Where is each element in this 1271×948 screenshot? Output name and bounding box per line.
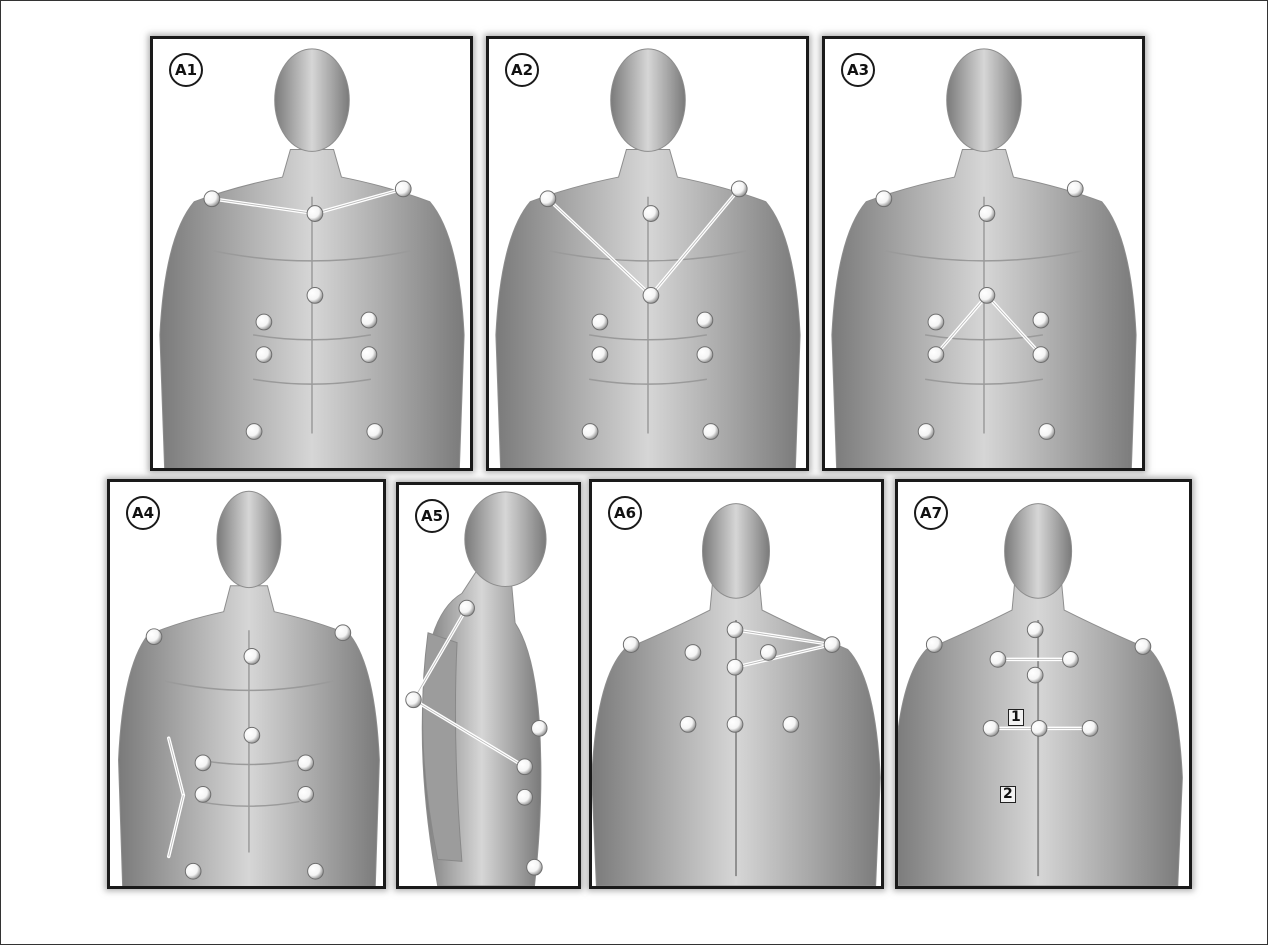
marker-sphere <box>697 312 713 328</box>
marker-sphere <box>244 649 260 665</box>
panel-a5: A5 <box>396 482 581 889</box>
head <box>703 504 770 599</box>
marker-sphere <box>643 206 659 222</box>
head <box>1005 504 1072 599</box>
marker-sphere <box>1135 639 1151 655</box>
panel-label-a4: A4 <box>126 496 160 530</box>
marker-sphere <box>680 717 696 733</box>
panel-a7: A7 1 2 <box>895 479 1192 889</box>
marker-sphere <box>928 347 944 363</box>
marker-sphere <box>298 786 314 802</box>
marker-sphere <box>367 424 383 440</box>
panel-label-a1: A1 <box>169 53 203 87</box>
marker-sphere <box>876 191 892 207</box>
head <box>611 49 686 152</box>
marker-sphere <box>1033 347 1049 363</box>
marker-sphere <box>540 191 556 207</box>
marker-sphere <box>395 181 411 197</box>
marker-sphere <box>783 717 799 733</box>
marker-sphere <box>185 863 201 879</box>
marker-sphere <box>195 786 211 802</box>
marker-sphere <box>623 637 639 653</box>
marker-sphere <box>146 629 162 645</box>
marker-sphere <box>517 759 532 775</box>
marker-sphere <box>727 622 743 638</box>
panel-a3: A3 <box>822 36 1145 471</box>
marker-sphere <box>1039 424 1055 440</box>
front-body-figure <box>110 482 383 886</box>
marker-sphere <box>979 206 995 222</box>
marker-sphere <box>703 424 719 440</box>
marker-sphere <box>246 424 262 440</box>
front-body-figure <box>153 39 470 468</box>
marker-sphere <box>1027 622 1043 638</box>
marker-sphere <box>517 789 532 805</box>
marker-sphere <box>761 645 777 661</box>
marker-sphere <box>731 181 747 197</box>
marker-sphere <box>697 347 713 363</box>
marker-sphere <box>298 755 314 771</box>
side-body-figure <box>399 485 578 886</box>
marker-sphere <box>926 637 942 653</box>
back-body-figure <box>592 482 881 886</box>
segment-label-1: 1 <box>1008 709 1024 726</box>
marker-sphere <box>256 314 272 330</box>
panel-a1: A1 <box>150 36 473 471</box>
marker-sphere <box>1031 720 1047 736</box>
marker-sphere <box>361 312 377 328</box>
marker-sphere <box>1067 181 1083 197</box>
panel-a6: A6 <box>589 479 884 889</box>
marker-sphere <box>592 347 608 363</box>
front-body-figure <box>825 39 1142 468</box>
marker-sphere <box>308 863 324 879</box>
marker-sphere <box>918 424 934 440</box>
marker-sphere <box>361 347 377 363</box>
panel-label-a3: A3 <box>841 53 875 87</box>
marker-sphere <box>990 651 1006 667</box>
marker-sphere <box>532 720 547 736</box>
marker-sphere <box>406 692 421 708</box>
marker-sphere <box>1033 312 1049 328</box>
marker-sphere <box>307 206 323 222</box>
marker-sphere <box>1063 651 1079 667</box>
marker-sphere <box>527 859 542 875</box>
marker-sphere <box>727 659 743 675</box>
panel-label-a2: A2 <box>505 53 539 87</box>
marker-sphere <box>1027 667 1043 683</box>
marker-sphere <box>307 288 323 304</box>
marker-sphere <box>727 717 743 733</box>
marker-sphere <box>195 755 211 771</box>
head <box>465 492 546 587</box>
panel-label-a7: A7 <box>914 496 948 530</box>
panel-a2: A2 <box>486 36 809 471</box>
panel-label-a6: A6 <box>608 496 642 530</box>
marker-sphere <box>928 314 944 330</box>
marker-sphere <box>824 637 840 653</box>
marker-sphere <box>983 720 999 736</box>
marker-sphere <box>592 314 608 330</box>
head <box>275 49 350 152</box>
marker-sphere <box>204 191 220 207</box>
head <box>947 49 1022 152</box>
marker-sphere <box>256 347 272 363</box>
front-body-figure <box>489 39 806 468</box>
panel-label-a5: A5 <box>415 499 449 533</box>
head <box>217 491 281 587</box>
segment-label-2: 2 <box>1000 786 1016 803</box>
back-body-figure <box>898 482 1189 886</box>
marker-sphere <box>685 645 701 661</box>
marker-sphere <box>335 625 351 641</box>
marker-sphere <box>459 600 474 616</box>
marker-sphere <box>244 727 260 743</box>
marker-sphere <box>979 288 995 304</box>
marker-sphere <box>582 424 598 440</box>
panel-a4: A4 <box>107 479 386 889</box>
marker-sphere <box>643 288 659 304</box>
marker-sphere <box>1082 720 1098 736</box>
